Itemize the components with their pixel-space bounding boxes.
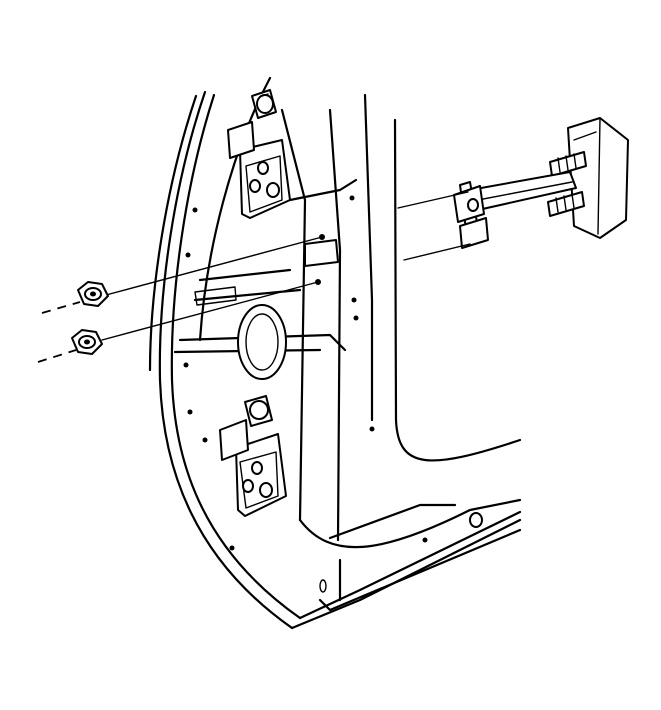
door-frame-pillar <box>148 76 522 630</box>
hinge-nut-lower <box>71 329 103 355</box>
hinge-nut-upper <box>77 281 109 307</box>
lower-door-hinge <box>219 395 287 517</box>
door-check-link <box>453 117 629 249</box>
upper-door-hinge <box>227 89 291 219</box>
installation-guide-lines <box>37 191 471 363</box>
